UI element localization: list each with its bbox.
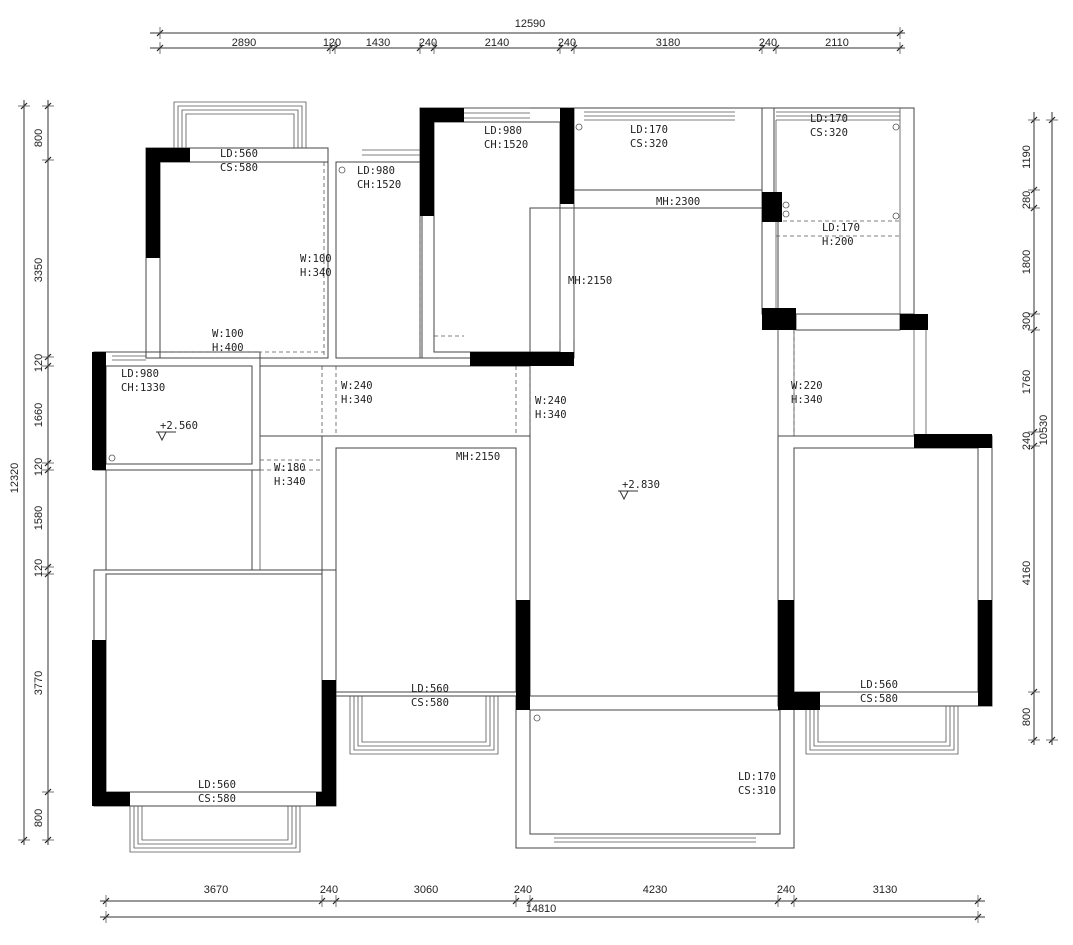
dim-top-seg: 240: [759, 37, 777, 49]
dim-left-seg: 800: [33, 129, 45, 147]
structural-walls: [92, 108, 992, 806]
dim-left-seg: 120: [33, 354, 45, 372]
dim-left-seg: 120: [33, 559, 45, 577]
dimension-lines: [23, 32, 1053, 918]
dimension-ticks: [18, 27, 1058, 923]
dim-left-seg: 3350: [33, 258, 45, 282]
dimension-labels: 12590 2890 120 1430 240 2140 240 3180 24…: [9, 18, 1050, 915]
dim-right-seg: 4160: [1021, 561, 1033, 585]
dim-right-seg: 1800: [1021, 250, 1033, 274]
dim-top-seg: 240: [419, 37, 437, 49]
dim-bottom-seg: 3670: [204, 884, 228, 896]
dim-top-seg: 2140: [485, 37, 509, 49]
level-triangle-icon: [157, 431, 167, 442]
level-label: +2.830: [622, 479, 660, 491]
dim-right-seg: 300: [1021, 312, 1033, 330]
dim-right-total: 10530: [1038, 415, 1050, 446]
dim-left-seg: 800: [33, 809, 45, 827]
annotation-label: MH:2300: [656, 196, 700, 208]
level-triangle-icon: [619, 490, 629, 501]
dim-bottom-seg: 3060: [414, 884, 438, 896]
dim-top-seg: 2110: [825, 37, 849, 49]
dim-right-seg: 800: [1021, 708, 1033, 726]
dim-top-seg: 120: [323, 37, 341, 49]
dim-bottom-seg: 4230: [643, 884, 667, 896]
dim-right-seg: 240: [1021, 432, 1033, 450]
dim-top-seg: 3180: [656, 37, 680, 49]
annotation-label: MH:2150: [568, 275, 612, 287]
dim-top-total: 12590: [515, 18, 546, 30]
dim-top-seg: 2890: [232, 37, 256, 49]
dim-right-seg: 280: [1021, 191, 1033, 209]
drain-symbols: [108, 123, 900, 722]
annotation-label: MH:2150: [456, 451, 500, 463]
dim-left-seg: 3770: [33, 671, 45, 695]
dim-top-seg: 240: [558, 37, 576, 49]
level-markers: +2.560 +2.830: [156, 420, 660, 501]
dim-left-seg: 120: [33, 458, 45, 476]
dim-top-seg: 1430: [366, 37, 390, 49]
dim-bottom-seg: 240: [320, 884, 338, 896]
wall-outlines: [93, 101, 993, 853]
dim-right-seg: 1190: [1021, 145, 1033, 169]
beam-lines: [160, 162, 900, 471]
dim-left-total: 12320: [9, 463, 21, 494]
dim-bottom-total: 14810: [526, 903, 557, 915]
dim-left-seg: 1580: [33, 506, 45, 530]
dim-bottom-seg: 240: [514, 884, 532, 896]
dim-bottom-seg: 3130: [873, 884, 897, 896]
dim-left-seg: 1660: [33, 403, 45, 427]
level-label: +2.560: [160, 420, 198, 432]
dim-right-seg: 1760: [1021, 370, 1033, 394]
dim-bottom-seg: 240: [777, 884, 795, 896]
